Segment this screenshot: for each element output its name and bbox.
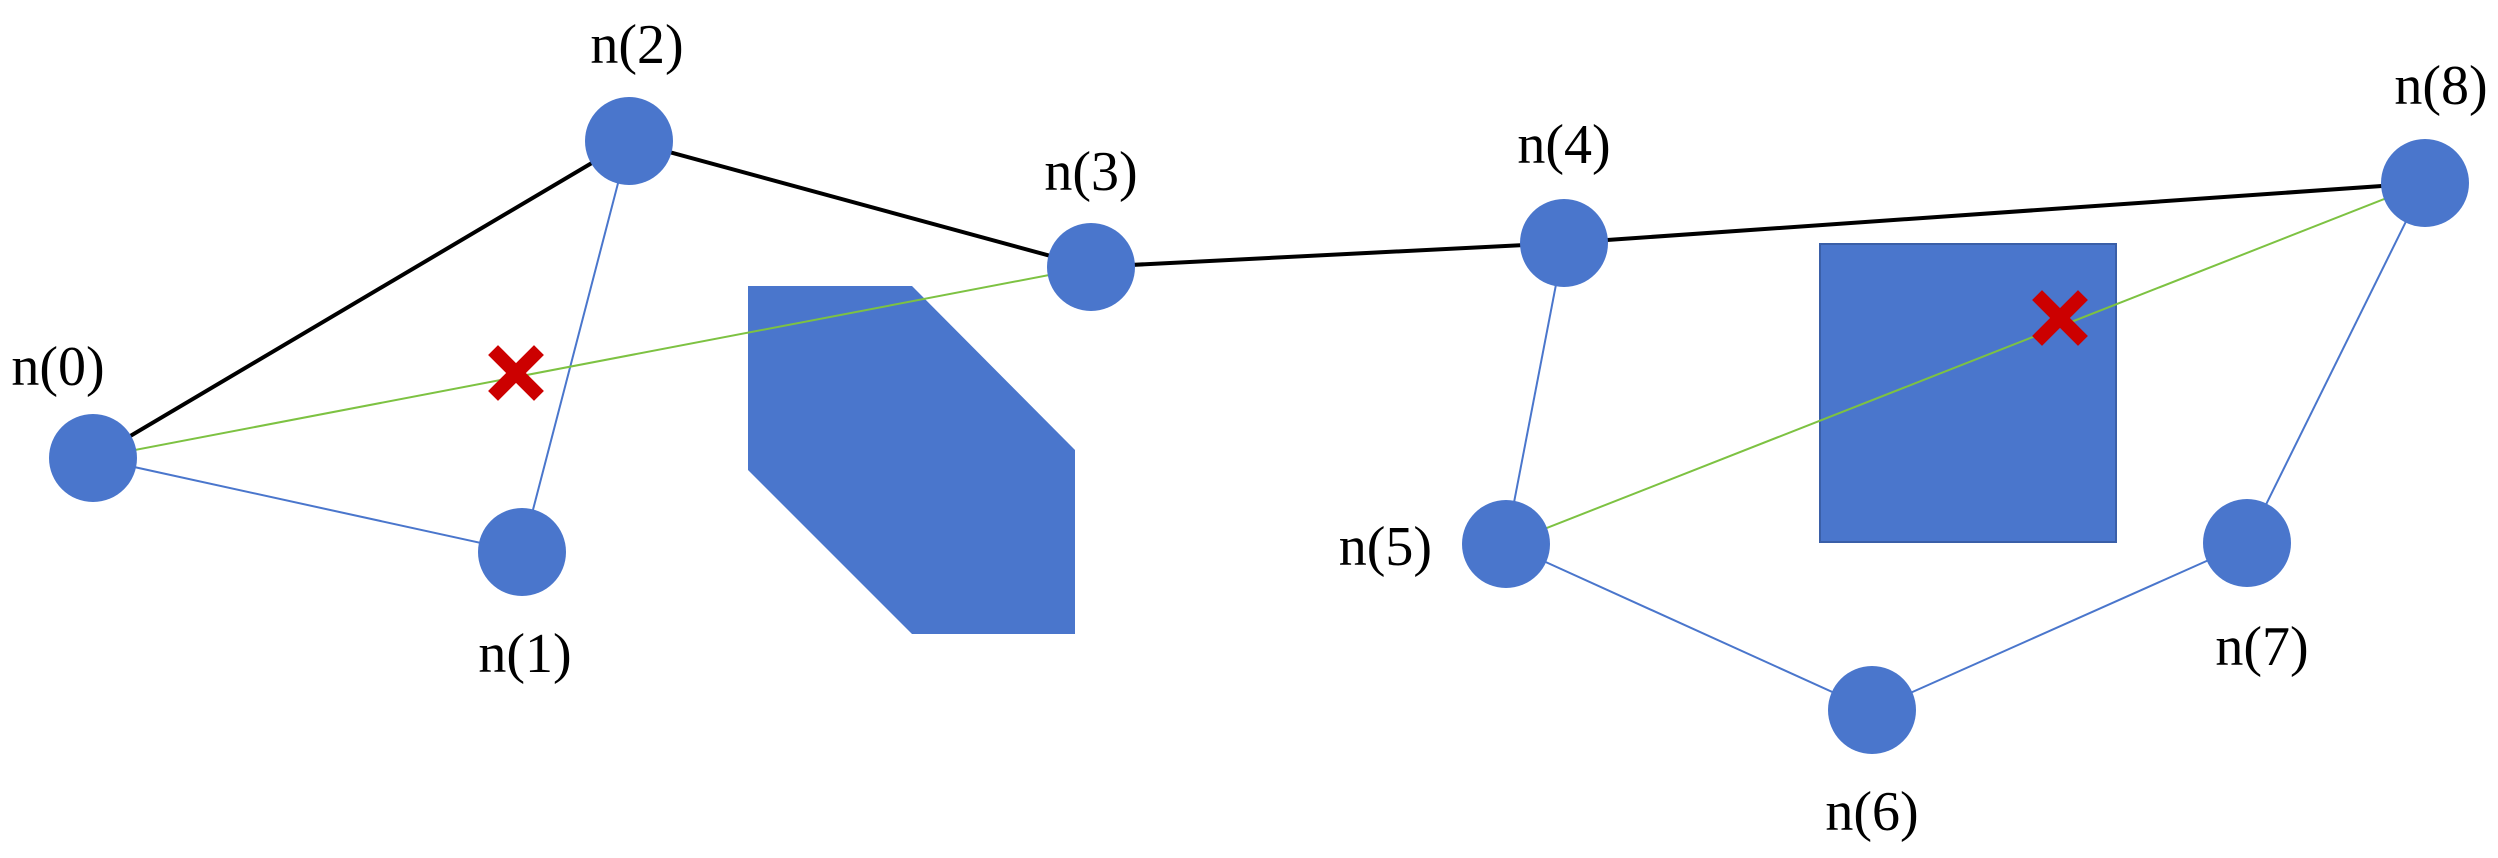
node-n5-label: n(5) bbox=[1339, 516, 1432, 578]
node-n5-circle[interactable] bbox=[1462, 500, 1550, 588]
graph-edge-n4-n5 bbox=[1505, 242, 1565, 545]
node-n1-circle[interactable] bbox=[478, 508, 566, 596]
node-n0[interactable]: n(0) bbox=[11, 336, 137, 502]
node-n8-label: n(8) bbox=[2394, 55, 2487, 117]
graph-edge-n7-n8 bbox=[2246, 182, 2426, 544]
node-n7-circle[interactable] bbox=[2203, 499, 2291, 587]
graph-edge-n1-n2 bbox=[521, 140, 630, 553]
blocked-edge-n5-n8 bbox=[1505, 182, 2426, 545]
blocked-x-marker bbox=[2032, 290, 2088, 346]
blocked-edge-n0-n3 bbox=[92, 266, 1092, 459]
node-n6[interactable]: n(6) bbox=[1825, 666, 1919, 843]
node-n4-label: n(4) bbox=[1517, 114, 1610, 176]
node-n7-label: n(7) bbox=[2215, 616, 2308, 678]
node-n3[interactable]: n(3) bbox=[1044, 141, 1138, 311]
node-n5[interactable]: n(5) bbox=[1339, 500, 1550, 588]
node-n2-label: n(2) bbox=[590, 14, 683, 76]
blocked-x-marker bbox=[488, 345, 544, 401]
octagon-obstacle bbox=[748, 286, 1075, 634]
node-n3-label: n(3) bbox=[1044, 141, 1137, 203]
node-n6-circle[interactable] bbox=[1828, 666, 1916, 754]
node-n0-circle[interactable] bbox=[49, 414, 137, 502]
graph-edge-n0-n1 bbox=[92, 457, 523, 553]
path-edge-n4-n8 bbox=[1563, 181, 2426, 245]
node-n1[interactable]: n(1) bbox=[478, 508, 572, 685]
graph-edges bbox=[92, 140, 2426, 711]
path-edges bbox=[91, 139, 2426, 460]
node-n6-label: n(6) bbox=[1825, 781, 1918, 843]
node-n2[interactable]: n(2) bbox=[585, 14, 684, 185]
node-n7[interactable]: n(7) bbox=[2203, 499, 2309, 678]
node-n8-circle[interactable] bbox=[2381, 139, 2469, 227]
graph-edge-n5-n6 bbox=[1505, 543, 1873, 711]
path-edge-n3-n4 bbox=[1090, 241, 1565, 269]
node-n3-circle[interactable] bbox=[1047, 223, 1135, 311]
square-obstacle bbox=[1819, 243, 2117, 543]
node-n0-label: n(0) bbox=[11, 336, 104, 398]
node-n4[interactable]: n(4) bbox=[1517, 114, 1611, 287]
node-n8[interactable]: n(8) bbox=[2381, 55, 2488, 227]
blocked-markers bbox=[488, 290, 2088, 401]
node-n2-circle[interactable] bbox=[585, 97, 673, 185]
node-n4-circle[interactable] bbox=[1520, 199, 1608, 287]
blocked-edges bbox=[92, 182, 2426, 545]
path-edge-n0-n2 bbox=[91, 139, 631, 460]
path-edge-n2-n3 bbox=[628, 139, 1092, 269]
node-n1-label: n(1) bbox=[478, 623, 571, 685]
graph-edge-n6-n7 bbox=[1871, 542, 2248, 711]
